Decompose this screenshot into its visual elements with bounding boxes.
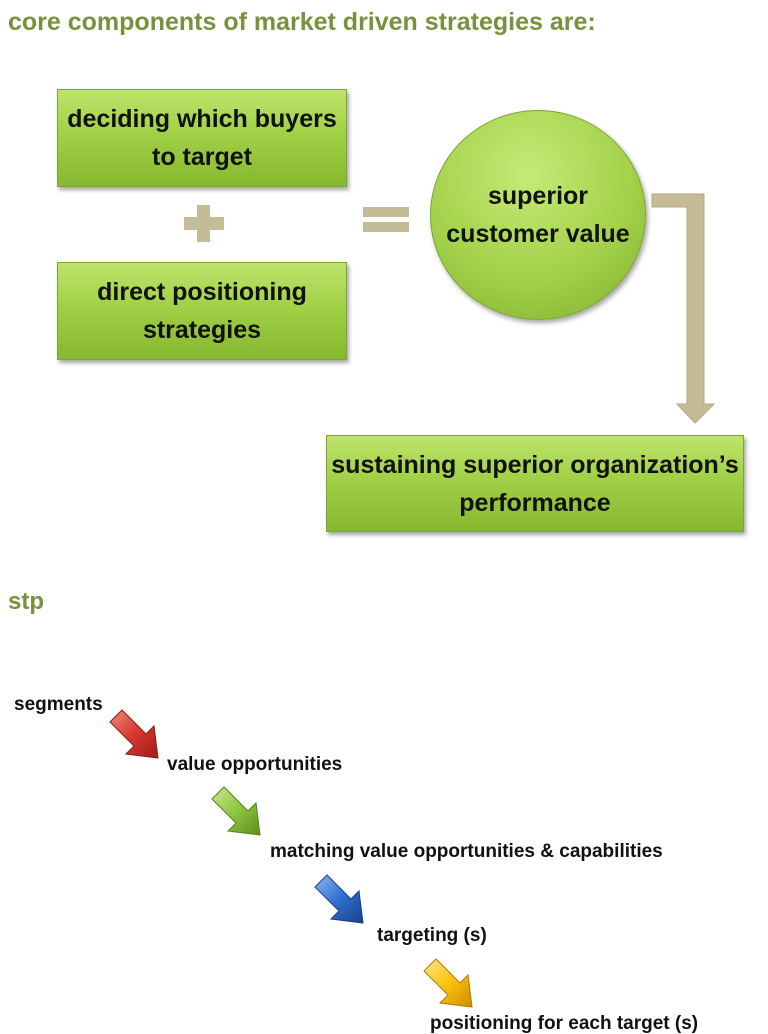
blue-arrow-icon [314,874,364,924]
plus-icon-vertical [197,205,210,242]
stp-heading: stp [8,588,44,615]
step-value-opportunities: value opportunities [167,754,343,775]
step-targeting: targeting (s) [377,925,487,946]
yellow-arrow-icon [423,958,473,1008]
step-segments: segments [14,694,103,715]
equals-icon-lower [363,222,409,232]
connector-arrow-icon [651,193,716,424]
superior-value-circle: superior customer value [430,110,646,320]
sustaining-performance-box: sustaining superior organization’s perfo… [326,435,744,532]
green-arrow-icon [211,786,261,836]
page-title: core components of market driven strateg… [8,8,596,36]
direct-positioning-box: direct positioning strategies [57,262,347,360]
red-arrow-icon [109,709,159,759]
buyers-target-box: deciding which buyers to target [57,89,347,187]
equals-icon [363,207,409,217]
step-matching: matching value opportunities & capabilit… [270,841,663,862]
